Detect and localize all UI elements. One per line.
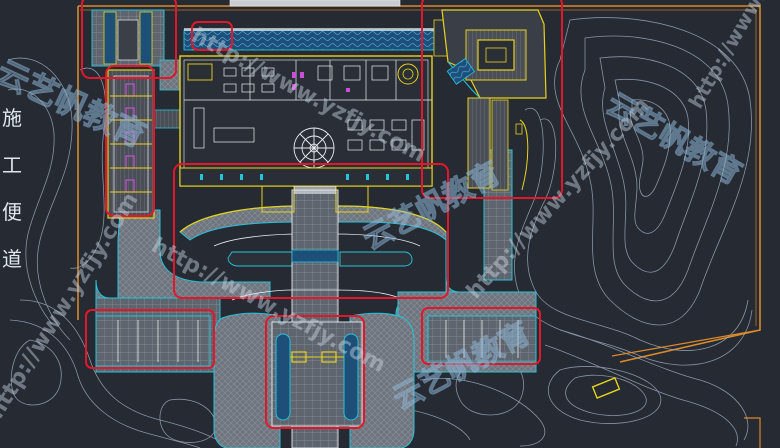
- central-rosette: [293, 127, 335, 169]
- box-left-pergola: [105, 65, 155, 217]
- parking-right: [427, 315, 537, 363]
- bottom-gate: [271, 321, 363, 427]
- vertical-char-4: 道: [2, 247, 22, 271]
- box-bottom-center-gate: [265, 315, 365, 429]
- top-water-feature: [183, 0, 485, 57]
- box-top-right-building: [421, 0, 563, 199]
- box-top-left-entrance: [81, 0, 177, 79]
- top-right-tower: [441, 9, 547, 191]
- sculpture-block: [591, 377, 621, 399]
- vertical-char-2: 工: [2, 153, 22, 177]
- box-central-plaza: [173, 163, 449, 299]
- parking-left: [95, 315, 211, 367]
- top-left-entrance: [91, 9, 181, 91]
- watermark-url-topright: http://www.yzfjy.com: [684, 0, 780, 113]
- box-bottom-right-parking: [421, 307, 541, 365]
- vertical-char-1: 施: [2, 106, 22, 130]
- box-top-water-feature: [191, 21, 233, 51]
- terrain-contours: [7, 17, 753, 448]
- left-vertical-label: 施 工 便 道: [2, 106, 22, 271]
- vertical-char-3: 便: [2, 200, 22, 224]
- left-pergola-walkway: [107, 69, 183, 219]
- box-bottom-left-parking: [85, 309, 215, 369]
- bottom-right-road-line: [611, 329, 761, 448]
